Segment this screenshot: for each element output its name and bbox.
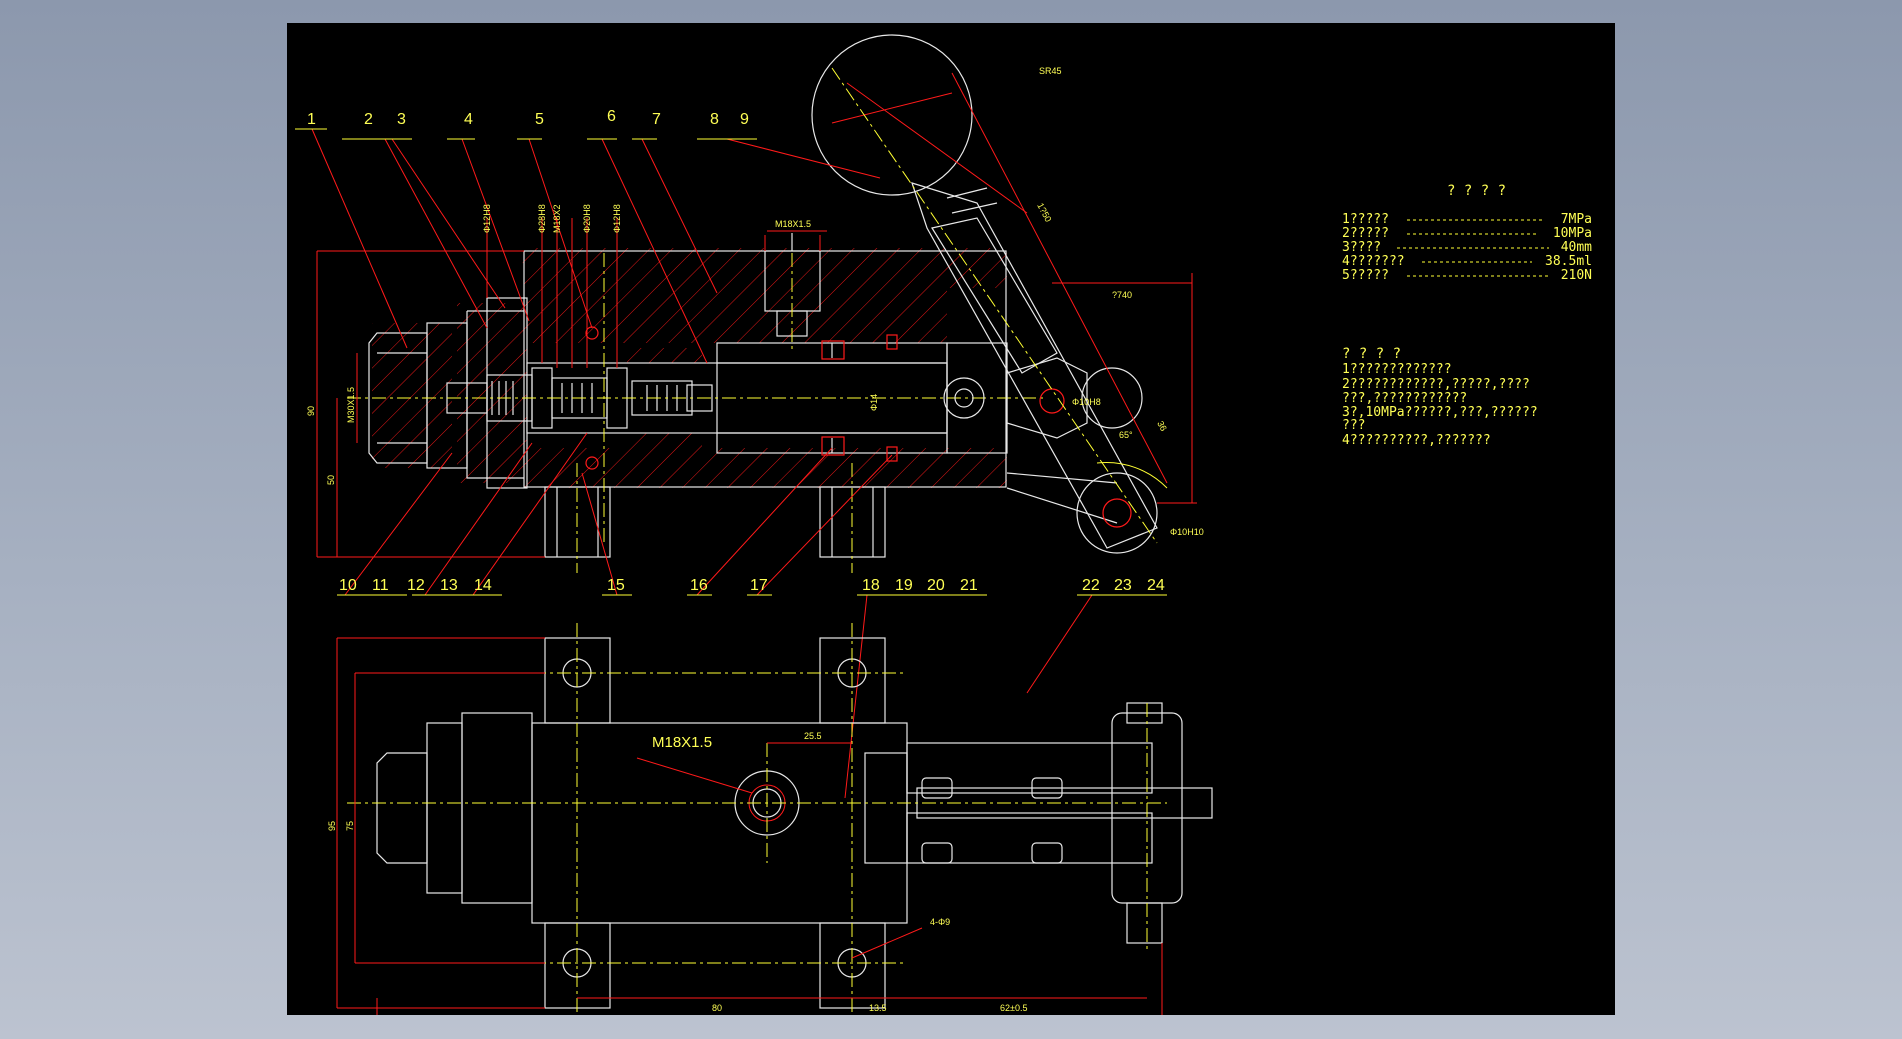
spec-4-key: 4??????? xyxy=(1342,254,1405,269)
label-9: 9 xyxy=(740,111,749,128)
spec-3-val: 40mm xyxy=(1561,240,1592,255)
dim-36: 36 xyxy=(1155,419,1169,433)
dim-r90: ?740 xyxy=(1112,290,1132,300)
specs-block: ? ? ? ? 1????? 7MPa 2????? 10MPa 3???? 4… xyxy=(1342,183,1592,283)
requirement-line-4: 3?,10MPa??????,???,?????? xyxy=(1342,405,1538,420)
specs-title: ? ? ? ? xyxy=(1447,183,1506,199)
requirement-line-5: ??? xyxy=(1342,418,1365,433)
dim-phi10h8: Φ10H8 xyxy=(1072,397,1101,407)
label-16: 16 xyxy=(690,577,708,594)
dim-v4: Φ20H8 xyxy=(582,204,592,233)
label-20: 20 xyxy=(927,577,945,594)
dim-80: 80 xyxy=(712,1003,722,1013)
spec-1-key: 1????? xyxy=(1342,212,1389,227)
dim-m18-plan: M18X1.5 xyxy=(652,734,712,751)
spec-3-key: 3???? xyxy=(1342,240,1381,255)
dim-50: 50 xyxy=(326,475,336,485)
requirement-line-2: 2????????????,?????,???? xyxy=(1342,377,1530,392)
dim-90: 90 xyxy=(306,406,316,416)
leader-lines xyxy=(311,128,1093,799)
plug-hatch xyxy=(372,323,452,468)
label-8: 8 xyxy=(710,111,719,128)
plan-body xyxy=(531,722,908,924)
dim-95: 95 xyxy=(327,821,337,831)
dim-v3: M18X2 xyxy=(552,204,562,233)
requirement-line-6: 4??????????,??????? xyxy=(1342,433,1491,448)
dim-4phi9: 4-Φ9 xyxy=(930,917,950,927)
label-3: 3 xyxy=(397,111,406,128)
label-7: 7 xyxy=(652,111,661,128)
label-19: 19 xyxy=(895,577,913,594)
dim-25-5: 25.5 xyxy=(804,731,822,741)
label-2: 2 xyxy=(364,111,373,128)
cad-drawing: 1 2 3 4 5 6 7 8 9 10 11 12 13 14 15 16 1… xyxy=(295,34,1592,1015)
label-22: 22 xyxy=(1082,577,1100,594)
spec-1-val: 7MPa xyxy=(1561,212,1592,227)
front-section-view xyxy=(311,34,1197,799)
spec-2-val: 10MPa xyxy=(1553,226,1592,241)
label-1: 1 xyxy=(307,111,316,128)
dim-m30: M30X1.5 xyxy=(346,387,356,423)
dim-v1: Φ12H8 xyxy=(482,204,492,233)
label-21: 21 xyxy=(960,577,978,594)
hand-lever xyxy=(811,34,1168,554)
dim-65deg: 65° xyxy=(1119,430,1133,440)
label-10: 10 xyxy=(339,577,357,594)
spec-5-val: 210N xyxy=(1561,268,1592,283)
dim-v5: Φ12H8 xyxy=(612,204,622,233)
dim-75: 75 xyxy=(345,821,355,831)
label-23: 23 xyxy=(1114,577,1132,594)
spec-5-key: 5????? xyxy=(1342,268,1389,283)
dim-phi14: Φ14 xyxy=(869,394,879,411)
dim-v2: Φ28H8 xyxy=(537,204,547,233)
label-5: 5 xyxy=(535,111,544,128)
requirement-line-1: 1????????????? xyxy=(1342,362,1452,377)
handle-ball xyxy=(811,34,973,196)
plan-view xyxy=(336,623,1213,1015)
front-dimensions xyxy=(316,218,1197,558)
dim-m18-top: M18X1.5 xyxy=(775,219,811,229)
dim-sr45: SR45 xyxy=(1039,66,1062,76)
drawing-sheet: 1 2 3 4 5 6 7 8 9 10 11 12 13 14 15 16 1… xyxy=(287,23,1615,1015)
label-4: 4 xyxy=(464,111,473,128)
label-12: 12 xyxy=(407,577,425,594)
dimension-texts: M18X1.5 SR45 ?740 1?50 90 50 M30X1.5 65°… xyxy=(306,66,1204,1013)
spec-2-key: 2????? xyxy=(1342,226,1389,241)
requirements-title: ? ? ? ? xyxy=(1342,346,1401,362)
label-11: 11 xyxy=(372,577,389,594)
label-13: 13 xyxy=(440,577,458,594)
requirement-line-3: ???,???????????? xyxy=(1342,391,1467,406)
spec-4-val: 38.5ml xyxy=(1545,254,1592,269)
dim-13-5: 13.5 xyxy=(869,1003,887,1013)
dim-62: 62±0.5 xyxy=(1000,1003,1027,1013)
body-hatch-bottom xyxy=(522,448,1007,488)
label-15: 15 xyxy=(607,577,625,594)
dim-length: 1?50 xyxy=(1035,201,1053,223)
part-labels: 1 2 3 4 5 6 7 8 9 10 11 12 13 14 15 16 1… xyxy=(295,108,1167,596)
label-18: 18 xyxy=(862,577,880,594)
label-17: 17 xyxy=(750,577,768,594)
label-24: 24 xyxy=(1147,577,1165,594)
label-6: 6 xyxy=(607,108,616,125)
label-14: 14 xyxy=(474,577,492,594)
end-plug xyxy=(368,332,428,464)
requirements-block: ? ? ? ? 1????????????? 2????????????,???… xyxy=(1342,346,1538,448)
dim-phi10r: Φ10H10 xyxy=(1170,527,1204,537)
